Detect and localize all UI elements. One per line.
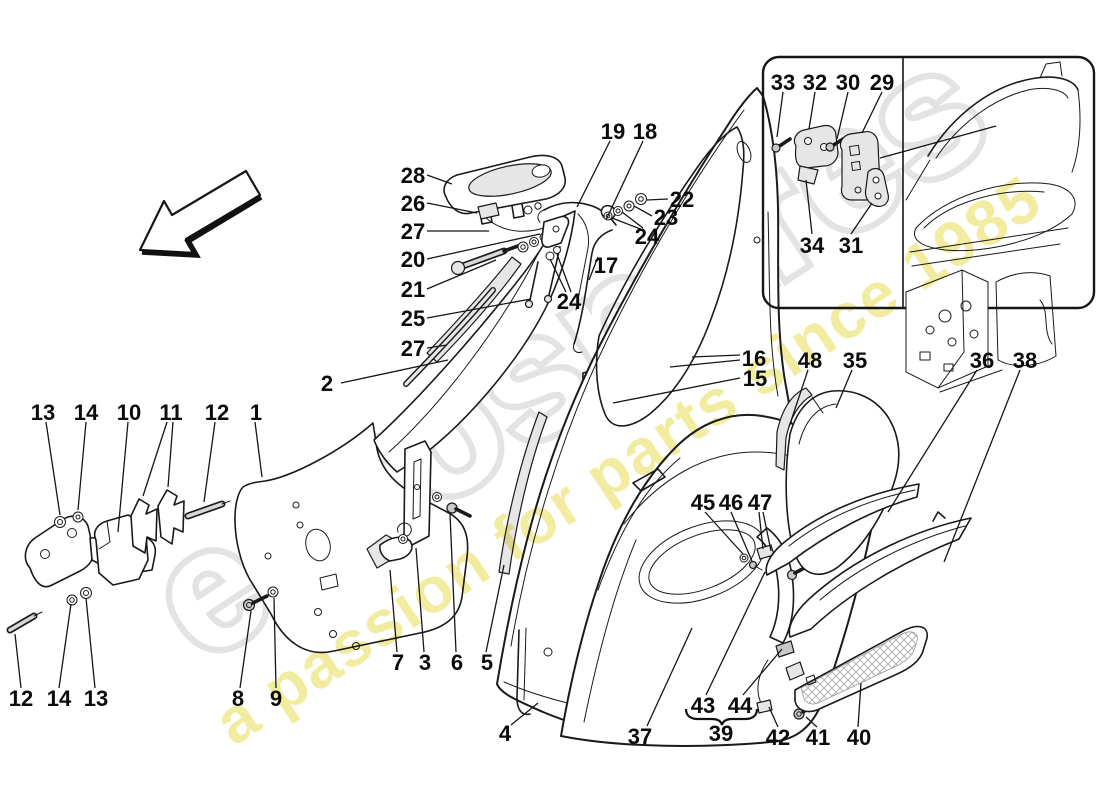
callout-42: 42 (766, 725, 790, 750)
pocket-panel (785, 625, 928, 713)
hinge-bushing (130, 498, 158, 554)
latch-rod (573, 229, 613, 345)
callout-37: 37 (628, 724, 652, 749)
callout-13: 13 (84, 686, 108, 711)
callout-6: 6 (451, 650, 463, 675)
callout-48: 48 (798, 348, 822, 373)
callout-23: 23 (654, 205, 678, 230)
callout-11: 11 (159, 400, 182, 425)
callout-3: 3 (419, 650, 431, 675)
callout-30: 30 (836, 70, 860, 95)
callout-9: 9 (270, 686, 282, 711)
callout-27: 27 (401, 219, 425, 244)
callout-47: 47 (748, 490, 772, 515)
callout-22: 22 (670, 187, 694, 212)
leader-lines (14, 91, 1021, 728)
callout-41: 41 (806, 725, 830, 750)
callout-44: 44 (728, 693, 753, 718)
callout-10: 10 (117, 400, 141, 425)
callout-35: 35 (843, 348, 867, 373)
inset-hinge-parts (771, 124, 889, 207)
trim-seal (775, 387, 813, 471)
window-opening (595, 126, 745, 427)
callout-21: 21 (401, 277, 425, 302)
door-hinge-assembly (6, 489, 279, 634)
callout-32: 32 (803, 70, 827, 95)
callout-31: 31 (839, 233, 863, 258)
callout-36: 36 (970, 348, 994, 373)
inset-panel (761, 55, 1096, 393)
inset-car-body (905, 61, 1081, 393)
callout-15: 15 (743, 366, 767, 391)
callout-28: 28 (401, 163, 425, 188)
callout-1: 1 (250, 400, 262, 425)
pocket-mesh (800, 631, 918, 705)
assembly-direction-arrow-icon (138, 169, 263, 259)
inset-location-line (879, 125, 997, 159)
callout-14: 14 (74, 400, 99, 425)
callout-17: 17 (594, 253, 618, 278)
callout-26: 26 (401, 191, 425, 216)
glass-run-channel (498, 411, 548, 575)
door-seal (516, 629, 531, 716)
callout-27: 27 (401, 336, 425, 361)
callout-24: 24 (635, 224, 660, 249)
callout-45: 45 (691, 490, 715, 515)
callout-7: 7 (392, 650, 404, 675)
callout-20: 20 (401, 247, 425, 272)
brace-39 (684, 708, 759, 726)
callout-5: 5 (481, 650, 493, 675)
callout-46: 46 (719, 490, 743, 515)
callout-19: 19 (601, 119, 625, 144)
callout-13: 13 (31, 400, 55, 425)
inner-door-frame (234, 210, 589, 654)
callout-33: 33 (771, 70, 795, 95)
callout-14: 14 (47, 686, 72, 711)
callout-24: 24 (557, 289, 582, 314)
callout-4: 4 (499, 721, 512, 746)
callout-12: 12 (205, 400, 229, 425)
glass-guide-channel (403, 440, 432, 546)
handle-cable-end (477, 202, 500, 220)
callout-43: 43 (691, 693, 715, 718)
callout-39: 39 (709, 721, 733, 746)
door-check-strap (366, 522, 413, 569)
callout-34: 34 (800, 233, 825, 258)
callout-18: 18 (633, 119, 657, 144)
callout-8: 8 (232, 686, 244, 711)
outer-pocket-trim (788, 511, 972, 638)
callout-25: 25 (401, 306, 425, 331)
callout-40: 40 (847, 725, 871, 750)
artwork: 1918282627202125272222324172416154835363… (6, 55, 1096, 750)
callout-29: 29 (870, 70, 894, 95)
callout-16: 16 (742, 346, 766, 371)
hinge-bushing (157, 489, 185, 545)
callout-38: 38 (1013, 348, 1037, 373)
callout-12: 12 (9, 686, 33, 711)
callout-2: 2 (321, 371, 333, 396)
